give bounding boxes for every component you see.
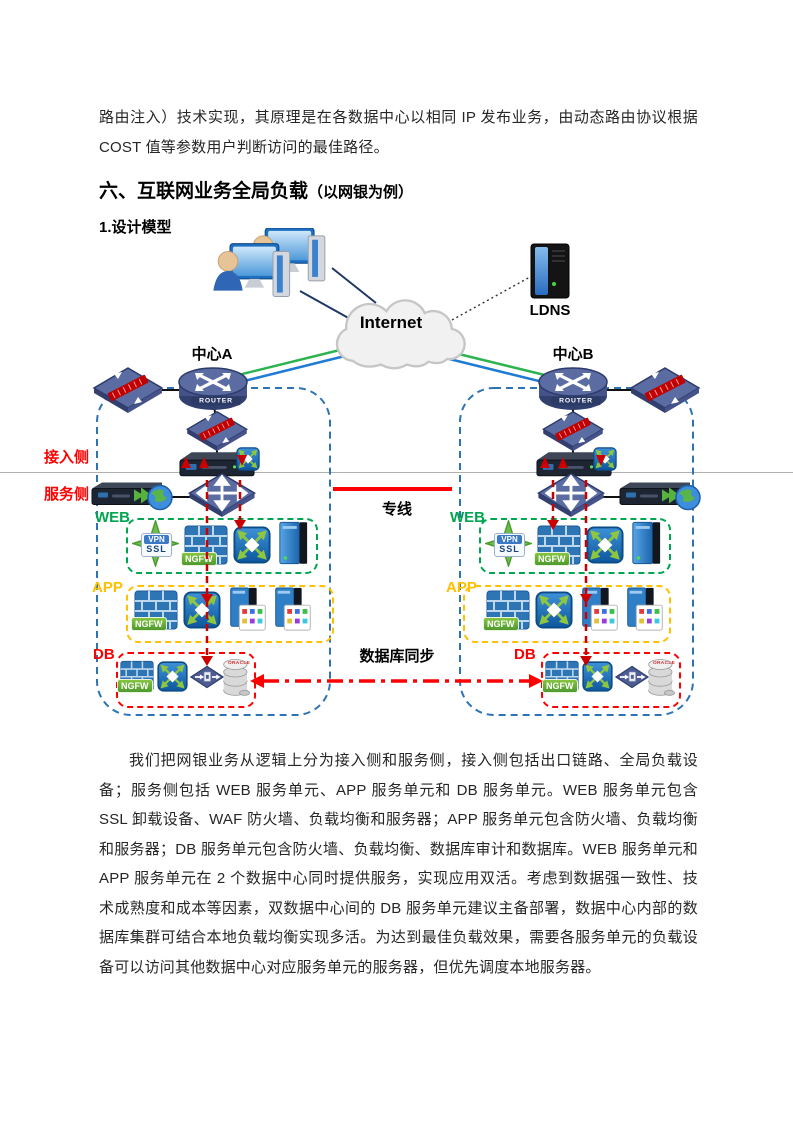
service-side-label: 服务侧 [44,486,90,503]
ngfw-firewall-icon: NGFW [534,525,581,566]
load-balancer-icon [183,591,221,629]
db-audit-device-icon [190,665,224,689]
lb-badge-icon [593,447,617,471]
center-a-label: 中心A [191,346,233,363]
db-audit-device-icon [615,665,649,689]
vpn-label: VPN [144,535,169,544]
router-b-label: ROUTER [551,396,601,406]
dedicated-line-label: 专线 [381,501,412,518]
core-switch-b-icon [541,410,605,452]
access-side-label: 接入侧 [44,449,90,466]
app-server-icon [273,586,313,634]
heading-main: 六、互联网业务全局负载 [99,181,309,202]
lb-badge-icon [236,447,260,471]
web-tier-label-b: WEB [450,509,485,526]
router-a-label: ROUTER [191,396,241,406]
ngfw-firewall-icon: NGFW [117,660,154,693]
ssl-label: SSL [146,544,167,554]
load-balancer-icon [582,661,613,692]
load-balancer-icon [233,526,271,564]
web-server-icon [630,520,662,566]
db-tier-label-b: DB [514,646,536,663]
app-server-icon [580,586,620,634]
access-service-divider [0,472,793,473]
app-server-icon [625,586,665,634]
ngfw-label: NGFW [483,617,519,631]
section-heading: 六、互联网业务全局负载（以网银为例） [99,176,413,203]
ldns-server-icon [527,242,573,302]
intro-paragraph: 路由注入）技术实现，其原理是在各数据中心以相同 IP 发布业务，由动态路由协议根… [99,109,698,156]
core-switch-a-icon [185,410,249,452]
db-sync-label: 数据库同步 [359,648,435,665]
ngfw-firewall-icon: NGFW [483,590,530,631]
edge-switch-a-icon [92,366,164,414]
web-tier-label-a: WEB [95,509,130,526]
l2-switch-a-icon [187,472,257,518]
ngfw-firewall-icon: NGFW [131,590,178,631]
ssl-label: SSL [499,544,520,554]
l2-switch-b-icon [536,472,606,518]
oracle-label: ORACLE [228,659,251,666]
center-b-label: 中心B [552,346,594,363]
ngfw-label: NGFW [534,552,570,566]
oracle-database-icon: ORACLE [647,655,677,699]
gslb-appliance-a-icon [90,480,174,511]
body-paragraph: 我们把网银业务从逻辑上分为接入侧和服务侧，接入侧包括出口链路、全局负载设备；服务… [99,752,698,976]
oracle-database-icon: ORACLE [222,655,252,699]
db-tier-label-a: DB [93,646,115,663]
ngfw-label: NGFW [542,679,578,693]
app-tier-label-b: APP [446,579,477,596]
vpn-label: VPN [497,535,522,544]
app-server-icon [228,586,268,634]
ngfw-label: NGFW [131,617,167,631]
edge-switch-b-icon [629,366,701,414]
oracle-label: ORACLE [653,659,676,666]
ngfw-firewall-icon: NGFW [181,525,228,566]
ngfw-label: NGFW [181,552,217,566]
subsection-heading: 1.设计模型 [99,219,172,236]
ngfw-firewall-icon: NGFW [542,660,579,693]
load-balancer-icon [157,661,188,692]
web-server-icon [277,520,309,566]
load-balancer-icon [535,591,573,629]
app-tier-label-a: APP [92,579,123,596]
internet-label: Internet [359,313,423,332]
heading-paren: （以网银为例） [308,184,414,201]
ldns-label: LDNS [529,302,571,319]
gslb-appliance-b-icon [618,480,702,511]
ngfw-label: NGFW [117,679,153,693]
load-balancer-icon [586,526,624,564]
